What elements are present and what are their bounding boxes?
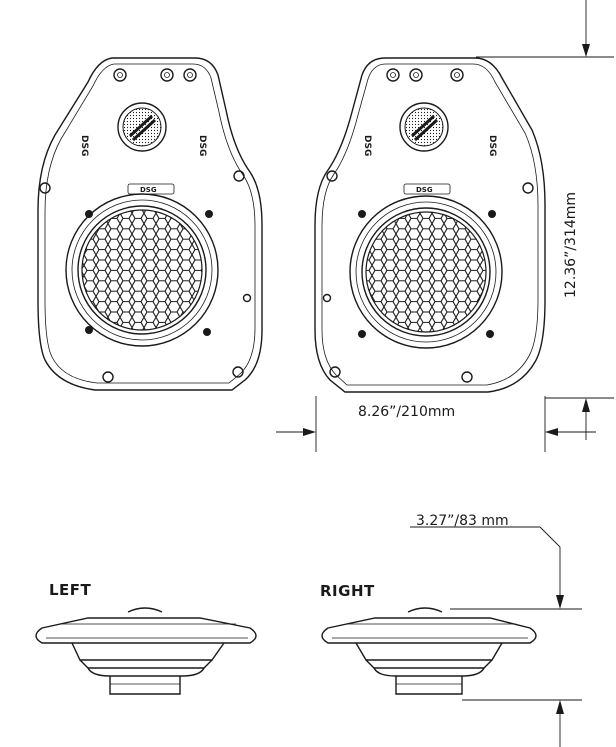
- front-view-right-speaker: DSG DSG DSG: [314, 57, 546, 393]
- svg-text:DSG: DSG: [362, 135, 372, 156]
- svg-text:DSG: DSG: [197, 135, 207, 156]
- side-view-left-speaker: [35, 607, 257, 695]
- svg-text:DSG: DSG: [416, 186, 433, 194]
- height-dimension-label: 12.36”/314mm: [563, 191, 579, 298]
- svg-text:DSG: DSG: [487, 135, 497, 156]
- dimension-lines-side: [410, 526, 582, 747]
- front-view-left-speaker: DSG DSG DSG: [37, 57, 263, 391]
- svg-text:DSG: DSG: [79, 135, 89, 156]
- left-view-label: LEFT: [49, 581, 92, 599]
- right-view-label: RIGHT: [320, 582, 375, 600]
- svg-text:DSG: DSG: [140, 186, 157, 194]
- dimension-lines-front: [276, 0, 614, 452]
- side-view-right-speaker: [321, 607, 537, 695]
- width-dimension-label: 8.26”/210mm: [358, 404, 456, 420]
- depth-dimension-label: 3.27”/83 mm: [416, 513, 509, 529]
